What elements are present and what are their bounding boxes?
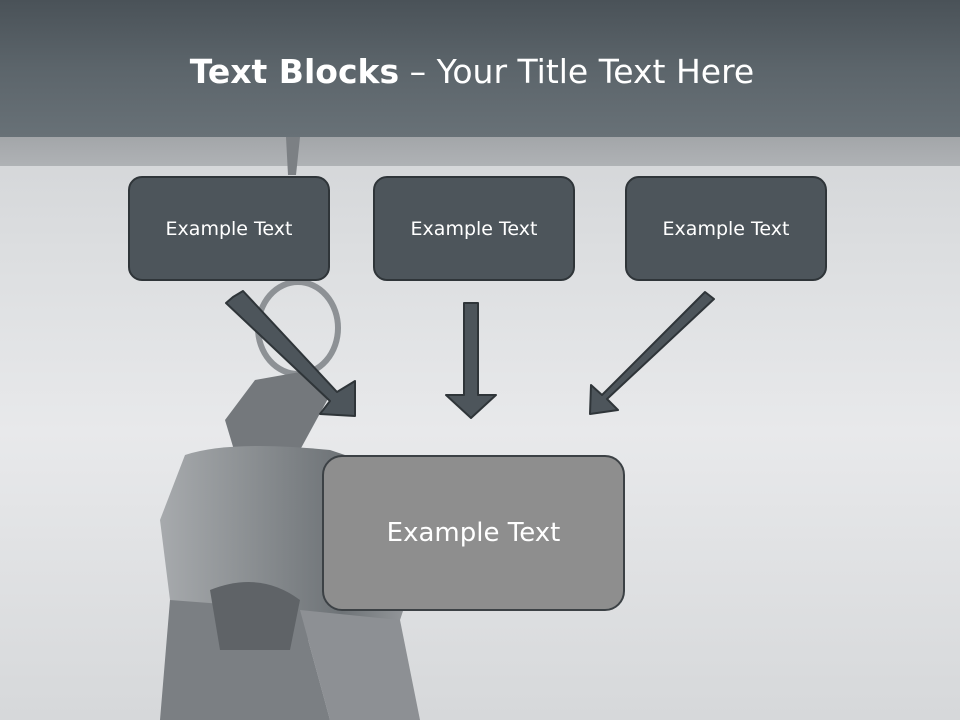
- top-text-box-2: Example Text: [373, 176, 575, 281]
- top-text-box-3-label: Example Text: [662, 217, 790, 240]
- title-rest: Your Title Text Here: [436, 52, 755, 91]
- top-text-box-1-label: Example Text: [165, 217, 293, 240]
- title-bold: Text Blocks: [189, 52, 400, 91]
- bottom-text-box-label: Example Text: [386, 518, 561, 548]
- title-subband: [0, 137, 960, 166]
- top-text-box-2-label: Example Text: [410, 217, 538, 240]
- arrow-left-to-center: [225, 290, 356, 417]
- arrow-right-to-center: [589, 291, 715, 415]
- arrow-down-to-center: [445, 302, 497, 419]
- title-separator: –: [399, 52, 437, 91]
- title-band: [0, 0, 960, 137]
- top-text-box-1: Example Text: [128, 176, 330, 281]
- slide-title: Text Blocks – Your Title Text Here: [0, 52, 960, 91]
- top-text-box-3: Example Text: [625, 176, 827, 281]
- bottom-text-box: Example Text: [322, 455, 625, 611]
